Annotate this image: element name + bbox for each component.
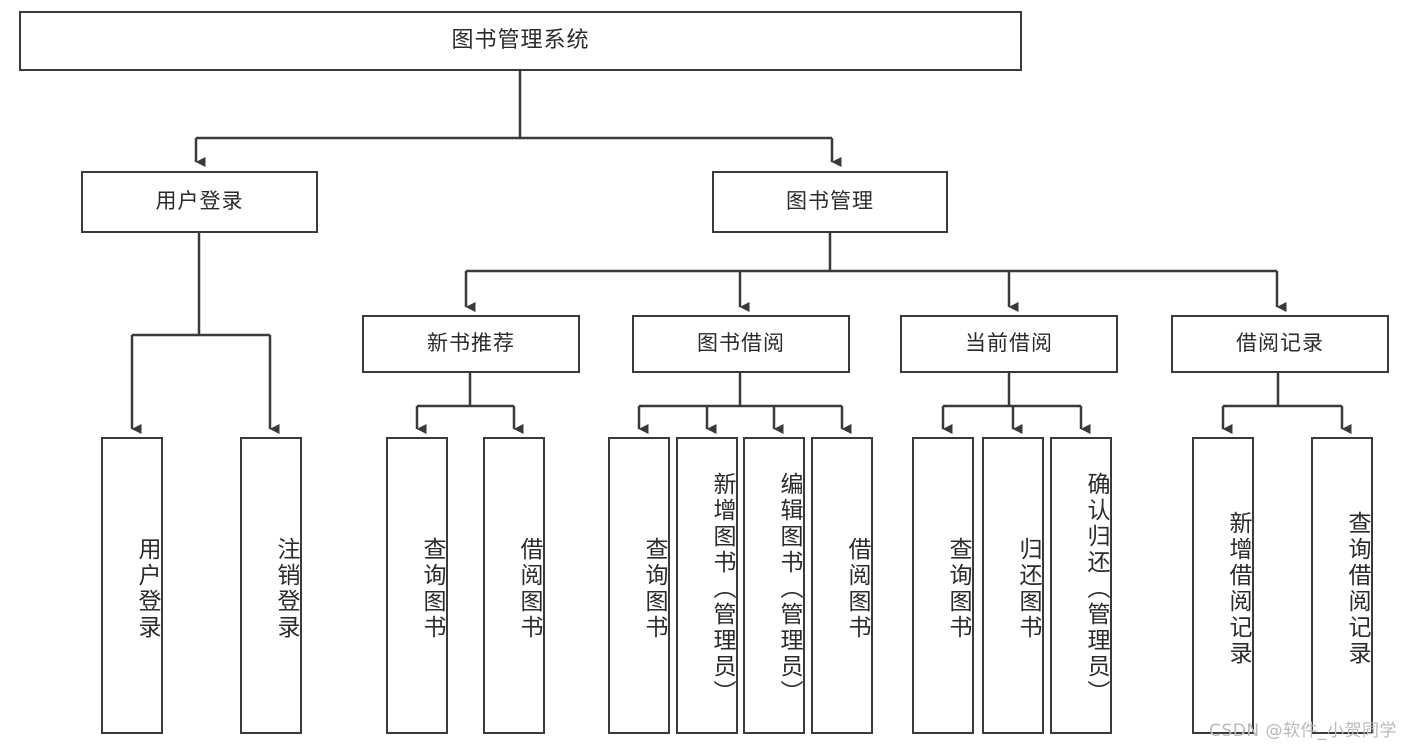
- node-label: 查询图书: [945, 536, 971, 641]
- node-leaf-add-borrow-record[interactable]: 新增借阅记录: [1192, 437, 1254, 734]
- node-leaf-borrow-book-borrow[interactable]: 借阅图书: [811, 437, 873, 734]
- node-label: 图书借阅: [697, 331, 785, 356]
- node-label: 图书管理: [786, 189, 874, 214]
- node-label: 确认归还（管理员）: [1083, 471, 1109, 706]
- node-leaf-confirm-return-admin[interactable]: 确认归还（管理员）: [1050, 437, 1112, 734]
- node-leaf-logout-login[interactable]: 注销登录: [240, 437, 302, 734]
- node-label: 注销登录: [273, 536, 299, 641]
- node-leaf-add-book-admin[interactable]: 新增图书（管理员）: [676, 437, 738, 734]
- node-leaf-edit-book-admin[interactable]: 编辑图书（管理员）: [743, 437, 805, 734]
- node-label: 查询借阅记录: [1344, 510, 1370, 667]
- node-label: 新增图书（管理员）: [709, 471, 735, 706]
- node-label: 用户登录: [155, 189, 244, 214]
- node-user-login[interactable]: 用户登录: [81, 171, 318, 233]
- node-label: 编辑图书（管理员）: [776, 471, 802, 706]
- node-label: 查询图书: [641, 536, 667, 641]
- node-leaf-query-book-current[interactable]: 查询图书: [912, 437, 974, 734]
- node-leaf-query-borrow-record[interactable]: 查询借阅记录: [1311, 437, 1373, 734]
- node-label: 用户登录: [134, 536, 160, 641]
- node-new-book-recommend[interactable]: 新书推荐: [362, 315, 580, 373]
- node-leaf-user-login[interactable]: 用户登录: [101, 437, 163, 734]
- node-label: 新书推荐: [427, 331, 515, 356]
- node-book-management[interactable]: 图书管理: [712, 171, 948, 233]
- node-root-book-management-system[interactable]: 图书管理系统: [19, 11, 1022, 71]
- node-current-borrow[interactable]: 当前借阅: [900, 315, 1118, 373]
- node-leaf-query-book-newbook[interactable]: 查询图书: [386, 437, 448, 734]
- node-borrow-record[interactable]: 借阅记录: [1171, 315, 1389, 373]
- node-label: 借阅记录: [1236, 331, 1324, 356]
- node-label: 借阅图书: [516, 536, 542, 641]
- node-leaf-borrow-book-newbook[interactable]: 借阅图书: [483, 437, 545, 734]
- node-label: 归还图书: [1015, 536, 1041, 641]
- csdn-watermark: CSDN @软件_小贺同学: [1209, 721, 1397, 741]
- node-label: 借阅图书: [844, 536, 870, 641]
- node-label: 图书管理系统: [451, 27, 590, 53]
- node-label: 当前借阅: [965, 331, 1053, 356]
- node-leaf-return-book[interactable]: 归还图书: [982, 437, 1044, 734]
- node-label: 查询图书: [419, 536, 445, 641]
- node-label: 新增借阅记录: [1225, 510, 1251, 667]
- node-book-borrow[interactable]: 图书借阅: [632, 315, 850, 373]
- node-leaf-query-book-borrow[interactable]: 查询图书: [608, 437, 670, 734]
